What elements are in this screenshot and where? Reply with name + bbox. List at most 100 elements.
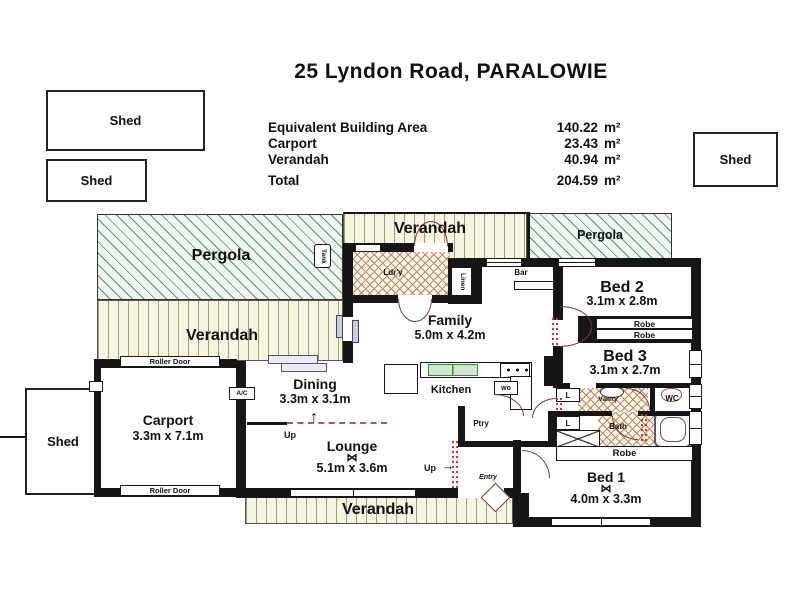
right-arrow-icon: → (441, 458, 455, 473)
wall (548, 411, 556, 447)
wall (513, 493, 529, 524)
wall (343, 243, 453, 252)
bed3-label: Bed 3 (603, 348, 647, 365)
wall (527, 212, 530, 260)
area-row-unit: m² (604, 136, 621, 151)
opening-dotted (452, 441, 458, 488)
area-row-label: Carport (268, 136, 317, 151)
shed-right: Shed (693, 132, 778, 187)
family-dims: 5.0m x 4.2m (414, 328, 486, 342)
page-title: 25 Lyndon Road, PARALOWIE (294, 60, 608, 83)
entry-label: Entry (479, 474, 497, 481)
ceiling-fan-icon: ⋈ (600, 483, 612, 495)
fence-line (0, 436, 25, 438)
wall (458, 406, 465, 446)
roller-door-top: Roller Door (120, 356, 220, 367)
window (689, 350, 702, 378)
toilet (661, 388, 682, 402)
window (355, 244, 381, 252)
kitchen-sink (428, 364, 478, 376)
air-conditioner: A/C (229, 387, 255, 400)
window (689, 384, 702, 409)
window (89, 381, 103, 392)
laundry-area (353, 250, 450, 302)
wall (472, 258, 482, 304)
area-row-value: 23.43 (564, 136, 598, 151)
shed-label: Shed (719, 152, 752, 167)
door-gap (458, 488, 504, 498)
area-row-unit: m² (604, 120, 621, 135)
robe-bed2: Robe (596, 318, 693, 329)
pergola-right-label: Pergola (577, 228, 623, 242)
vanity-label: Vanity (598, 396, 618, 403)
lounge-dims: 5.1m x 3.6m (316, 461, 388, 475)
shed-label: Shed (47, 434, 79, 449)
window (352, 320, 359, 343)
shed-label: Shed (80, 173, 113, 188)
laundry-label: Ldr'y (383, 268, 403, 277)
linen-cupboard: L (556, 388, 580, 402)
bed1-label: Bed 1 (586, 469, 626, 485)
door-arc (560, 306, 592, 326)
wall (236, 361, 246, 498)
pergola-left-area (97, 214, 343, 300)
family-label: Family (427, 312, 473, 328)
bath-label: Bath (609, 422, 627, 431)
wall (448, 296, 482, 304)
wall (638, 411, 693, 416)
wall (548, 411, 612, 416)
water-tank: Tank (314, 244, 331, 268)
kitchen-label: Kitchen (430, 384, 472, 396)
wall (247, 422, 287, 425)
opening-dotted (641, 414, 647, 442)
opening-dotted (556, 398, 562, 412)
area-row-unit: m² (604, 152, 621, 167)
verandah-left-area (97, 300, 343, 361)
window (551, 518, 651, 526)
wall-oven-label: wo (501, 384, 511, 392)
wall (94, 359, 101, 497)
wall (513, 440, 521, 522)
verandah-top-label: Verandah (393, 220, 467, 237)
opening-dotted (552, 318, 558, 346)
window (689, 411, 702, 445)
bar-label: Bar (514, 268, 528, 277)
pergola-right-area (529, 213, 672, 262)
dining-label: Dining (293, 376, 337, 392)
kitchen-bench (384, 364, 418, 394)
carport-dims: 3.3m x 7.1m (132, 429, 204, 443)
roller-door-bottom: Roller Door (120, 485, 220, 496)
wc-label: WC (665, 394, 679, 403)
linen-label: Linen (458, 272, 466, 291)
area-row-value: 40.94 (564, 152, 598, 167)
sliding-door (290, 489, 416, 497)
window (486, 258, 522, 267)
door-gap (414, 243, 448, 252)
shed-label: Shed (109, 113, 142, 128)
wall (553, 258, 563, 320)
area-total-value: 204.59 (556, 173, 598, 188)
bed1-dims: 4.0m x 3.3m (570, 492, 642, 506)
door-gap (570, 383, 596, 388)
window (336, 315, 343, 338)
door-arc (532, 398, 556, 418)
bed2-label: Bed 2 (600, 279, 644, 296)
bed3-dims: 3.1m x 2.7m (589, 363, 661, 377)
wall (458, 441, 548, 447)
area-row-label: Verandah (268, 152, 329, 167)
up-label: Up (284, 430, 296, 440)
verandah-bottom-area (245, 494, 513, 524)
roller-door-label: Roller Door (149, 357, 191, 366)
wall (553, 346, 563, 386)
pergola-left-label: Pergola (191, 247, 251, 264)
wall (343, 243, 353, 363)
verandah-left-label: Verandah (185, 327, 259, 344)
linen-cupboard: L (556, 416, 580, 430)
shed-mid-left: Shed (46, 159, 147, 202)
door-arc (522, 450, 550, 478)
ac-label: A/C (236, 390, 248, 397)
door-arc (398, 299, 415, 322)
area-total-unit: m² (604, 173, 621, 188)
dining-dims: 3.3m x 3.1m (279, 392, 351, 406)
ceiling-fan-icon: ⋈ (346, 452, 358, 464)
